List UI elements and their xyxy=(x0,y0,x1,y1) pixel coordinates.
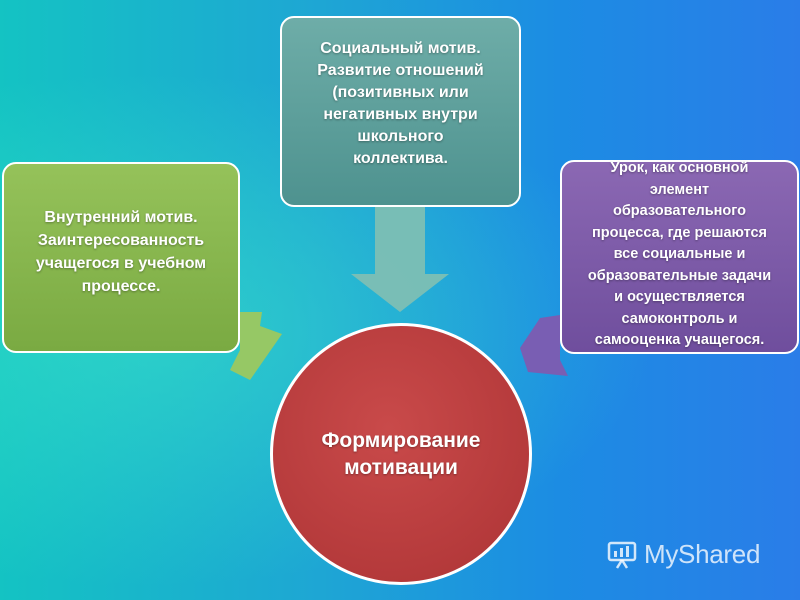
internal-motive-box: Внутренний мотив. Заинтересованность уча… xyxy=(2,162,240,353)
motivation-circle-text: Формирование мотивации xyxy=(321,429,481,479)
watermark-text: MyShared xyxy=(644,538,761,569)
internal-motive-text: Внутренний мотив. Заинтересованность уча… xyxy=(35,209,207,295)
arrow-top-to-center xyxy=(351,207,449,312)
social-motive-box: Социальный мотив. Развитие отношений (по… xyxy=(280,16,521,207)
arrow-right-to-center xyxy=(520,315,568,376)
social-motive-text: Социальный мотив. Развитие отношений (по… xyxy=(317,40,484,167)
arrow-left-to-center xyxy=(230,312,282,380)
lesson-box: Урок, как основной элемент образовательн… xyxy=(560,160,799,354)
watermark: MyShared xyxy=(606,536,760,572)
presentation-board-icon xyxy=(607,541,637,569)
motivation-circle: Формирование мотивации xyxy=(270,323,532,585)
lesson-text: Урок, как основной элемент образовательн… xyxy=(587,160,772,348)
